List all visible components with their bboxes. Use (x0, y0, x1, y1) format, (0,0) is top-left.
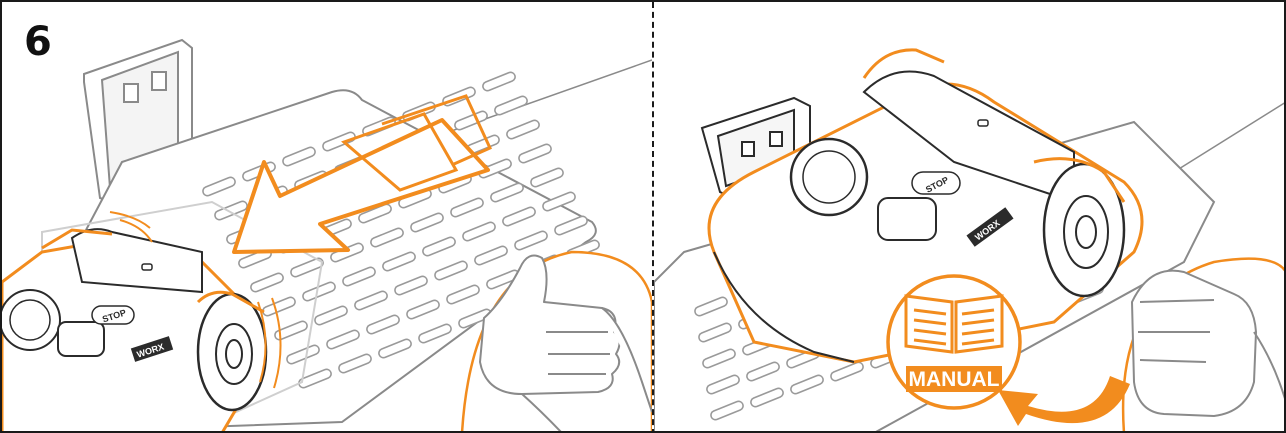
plate-slot (502, 206, 536, 227)
plate-slot (750, 387, 784, 408)
front-wheel (1042, 162, 1126, 298)
plate-slot (422, 236, 456, 257)
left-illustration: STOP WORX (2, 38, 652, 431)
step-number: 6 (24, 19, 52, 65)
arrow-icon (232, 94, 492, 254)
plate-slot (214, 200, 248, 221)
plate-slot (454, 110, 488, 131)
plate-slot (366, 314, 400, 335)
plate-slot (518, 143, 552, 164)
plate-slot (418, 323, 452, 344)
plate-slot (406, 299, 440, 320)
hand-icon (1131, 269, 1284, 417)
plate-slot (462, 221, 496, 242)
motion-lines (109, 211, 282, 389)
thumbs-up-detail (460, 250, 652, 431)
thumbs-up-icon (479, 254, 652, 431)
plate-slot (326, 329, 360, 350)
left-panel: STOP WORX (2, 2, 652, 431)
plate-slot (554, 215, 588, 236)
book-icon (904, 294, 1004, 354)
right-panel: STOP WORX (654, 2, 1284, 431)
plate-slot (698, 322, 732, 343)
manual-badge: MANUAL (886, 274, 1022, 410)
plate-slot (542, 191, 576, 212)
plate-slot (410, 212, 444, 233)
plate-slot (290, 257, 324, 278)
robot-mower-left: STOP WORX (2, 211, 282, 431)
plate-slot (394, 275, 428, 296)
plate-slot (434, 260, 468, 281)
plate-slot (322, 131, 356, 152)
plate-slot (706, 374, 740, 395)
robot-mower-right: STOP WORX (707, 48, 1144, 364)
plate-slot (450, 197, 484, 218)
plate-slot (530, 167, 564, 188)
plate-slot (474, 245, 508, 266)
plate-slot (494, 95, 528, 116)
plate-slot (358, 203, 392, 224)
hand-detail (1121, 257, 1284, 431)
plate-slot (354, 290, 388, 311)
plate-slot (694, 296, 728, 317)
plate-slot (514, 230, 548, 251)
plate-slot (790, 374, 824, 395)
right-illustration: STOP WORX (654, 48, 1284, 431)
plate-slot (482, 71, 516, 92)
plate-slot (370, 227, 404, 248)
plate-slot (202, 176, 236, 197)
plate-slot (342, 266, 376, 287)
plate-slot (286, 344, 320, 365)
plate-slot (298, 368, 332, 389)
plate-slot (490, 182, 524, 203)
plate-slot (250, 272, 284, 293)
rear-wheel (196, 292, 268, 412)
plate-slot (338, 353, 372, 374)
plate-slot (378, 338, 412, 359)
plate-slot (446, 284, 480, 305)
plate-slot (830, 361, 864, 382)
plate-slot (274, 320, 308, 341)
plate-slot (506, 119, 540, 140)
plate-slot (702, 348, 736, 369)
panel-divider (652, 2, 654, 431)
plate-slot (282, 146, 316, 167)
plate-slot (382, 251, 416, 272)
manual-label: MANUAL (909, 368, 1000, 391)
plate-slot (314, 305, 348, 326)
plate-slot (710, 400, 744, 421)
curved-arrow-icon (998, 376, 1130, 426)
plate-slot (746, 361, 780, 382)
